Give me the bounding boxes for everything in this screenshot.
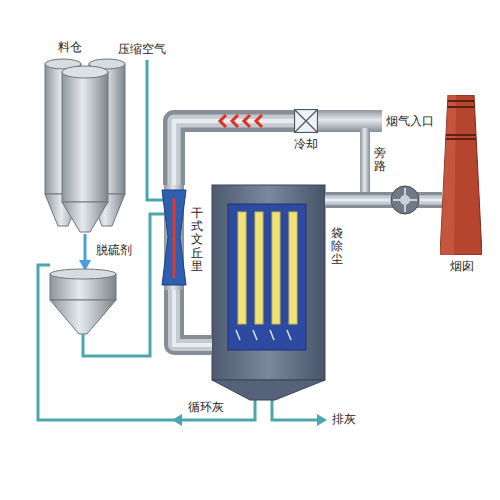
node-label: 料仓 (58, 40, 82, 54)
node-label: 冷却 (294, 137, 318, 151)
sorbent-label: 脱硫剂 (96, 243, 132, 257)
venturi (162, 184, 186, 291)
venturi-node: 干式文丘里 (160, 185, 188, 290)
chimney-art (440, 95, 482, 255)
sorbent-line (83, 214, 164, 356)
silo (45, 59, 125, 232)
hopper (50, 269, 116, 334)
inlet-label: 烟气入口 (386, 114, 434, 128)
bag-filter-node: 袋除尘 (212, 185, 325, 380)
flue-pipe (325, 200, 442, 201)
discharge-arrowhead (317, 414, 327, 426)
chimney-node: 烟囱 (440, 95, 482, 255)
air-label: 压缩空气 (118, 42, 166, 56)
flue-pipe (174, 121, 294, 185)
recycle-arrowhead (172, 414, 182, 426)
filter-bags (236, 212, 297, 340)
cooler-box: 冷却 (294, 109, 318, 133)
silo-node: 料仓 (42, 58, 128, 236)
bag-filter-housing (212, 185, 325, 400)
flue-pipe (174, 290, 212, 345)
inlet-pipe (318, 110, 382, 132)
air-line (147, 60, 164, 200)
node-label: 袋除尘 (331, 227, 343, 267)
bypass-pipe (360, 128, 370, 194)
bypass-label: 旁路 (374, 147, 386, 173)
discharge-line (272, 398, 318, 420)
recycle-label: 循环灰 (188, 400, 224, 414)
node-label: 干式文丘里 (191, 207, 203, 273)
feed-line (84, 234, 87, 262)
node-label: 烟囱 (450, 259, 474, 273)
cooler-art (294, 109, 318, 133)
fan (391, 186, 419, 214)
discharge-label: 排灰 (332, 412, 356, 426)
flow-chevrons (220, 115, 262, 127)
